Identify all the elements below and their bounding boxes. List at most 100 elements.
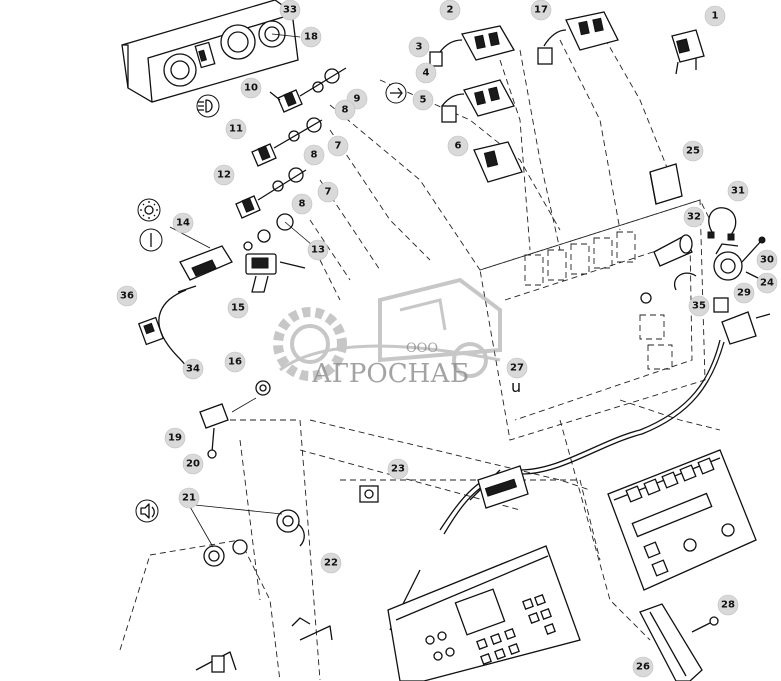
switch-15: [245, 253, 306, 293]
callout-label: 6: [455, 141, 462, 152]
callout-label: 28: [721, 600, 735, 611]
callout-label: 8: [342, 105, 349, 116]
part-29-30: [673, 236, 766, 291]
callout-label: 8: [311, 150, 318, 161]
callout-c18: 18: [300, 26, 322, 48]
callout-c30: 30: [756, 249, 778, 271]
watermark-logo: [273, 277, 502, 381]
callout-label: 29: [737, 288, 751, 299]
lever-26: [639, 603, 703, 681]
right-display-panel: [607, 449, 757, 591]
watermark-small: ООО: [406, 341, 438, 356]
callout-c11: 11: [225, 118, 247, 140]
callout-label: 17: [534, 5, 548, 16]
callout-label: 13: [311, 245, 325, 256]
part-23: [359, 485, 379, 503]
keypad: [425, 594, 556, 665]
callout-c31: 31: [727, 180, 749, 202]
callout-label: 15: [231, 303, 245, 314]
callout-label: 11: [229, 124, 243, 135]
callout-c7b: 7: [317, 181, 339, 203]
callout-label: 36: [120, 291, 134, 302]
bolt-28: [691, 616, 719, 633]
callout-c13: 13: [307, 239, 329, 261]
callout-label: 25: [686, 146, 700, 157]
callout-label: 18: [304, 32, 318, 43]
callout-label: 27: [510, 363, 524, 374]
rocker-switch-2: [429, 25, 515, 67]
part-32: [653, 234, 693, 267]
callout-c26: 26: [632, 656, 654, 678]
callout-label: 7: [335, 141, 342, 152]
main-control-panel: [387, 545, 581, 681]
callout-label: 32: [687, 212, 701, 223]
callout-c36: 36: [116, 285, 138, 307]
callout-label: 26: [636, 662, 650, 673]
beacon-icon: [137, 198, 161, 222]
callout-c8a: 8: [334, 99, 356, 121]
callout-c7a: 7: [327, 135, 349, 157]
rocker-switch-4: [441, 79, 515, 123]
callout-c6: 6: [447, 135, 469, 157]
callout-label: 19: [168, 433, 182, 444]
callout-label: 33: [283, 5, 297, 16]
switch-12: [235, 167, 307, 219]
rocker-switch-6: [473, 141, 523, 183]
part-31: [707, 207, 737, 241]
horn-icon: [135, 499, 159, 523]
watermark-suffix: u: [511, 377, 521, 396]
callout-c23: 23: [387, 458, 409, 480]
part-connector-small: [195, 292, 652, 673]
callout-c19: 19: [164, 427, 186, 449]
headlight-icon: [196, 94, 220, 118]
callout-c27: 27: [506, 357, 528, 379]
control-unit: [477, 465, 529, 509]
callout-c5: 5: [412, 89, 434, 111]
callout-label: 10: [244, 83, 258, 94]
callout-label: 31: [731, 186, 745, 197]
switch-10: [269, 67, 347, 113]
callout-c32: 32: [683, 206, 705, 228]
instrument-cluster: [121, 0, 301, 103]
callout-c2: 2: [439, 0, 461, 21]
callout-c33: 33: [279, 0, 301, 21]
callout-label: 9: [354, 94, 361, 105]
callout-c1: 1: [704, 5, 726, 27]
callout-c12: 12: [213, 164, 235, 186]
callout-c29: 29: [733, 282, 755, 304]
rocker-switch-17: [537, 11, 619, 65]
horn-switch-21: [188, 504, 305, 567]
callout-c14: 14: [172, 212, 194, 234]
switch-1: [671, 29, 705, 75]
switch-11: [251, 117, 323, 167]
callout-c15: 15: [227, 297, 249, 319]
callout-label: 3: [416, 42, 423, 53]
callout-c8b: 8: [303, 144, 325, 166]
part-35: [713, 297, 771, 345]
callout-c24: 24: [756, 272, 778, 294]
callout-label: 34: [186, 364, 200, 375]
callout-c35: 35: [688, 295, 710, 317]
callout-label: 21: [182, 493, 196, 504]
callout-c22: 22: [320, 552, 342, 574]
callout-c4: 4: [415, 62, 437, 84]
callout-c16: 16: [224, 351, 246, 373]
callout-label: 5: [420, 95, 427, 106]
callout-c34: 34: [182, 358, 204, 380]
callout-c8c: 8: [291, 193, 313, 215]
callout-label: 35: [692, 301, 706, 312]
callout-label: 2: [447, 5, 454, 16]
hazard-i-icon: [139, 228, 163, 252]
cable-34: [158, 285, 197, 367]
callout-label: 4: [423, 68, 430, 79]
callout-label: 8: [299, 199, 306, 210]
callout-c20: 20: [182, 453, 204, 475]
callout-c21: 21: [178, 487, 200, 509]
callout-c17: 17: [530, 0, 552, 21]
watermark-brand: АГРОСНАБ: [312, 359, 469, 389]
callout-c28: 28: [717, 594, 739, 616]
callout-label: 22: [324, 558, 338, 569]
callout-label: 30: [760, 255, 774, 266]
callout-label: 12: [217, 170, 231, 181]
